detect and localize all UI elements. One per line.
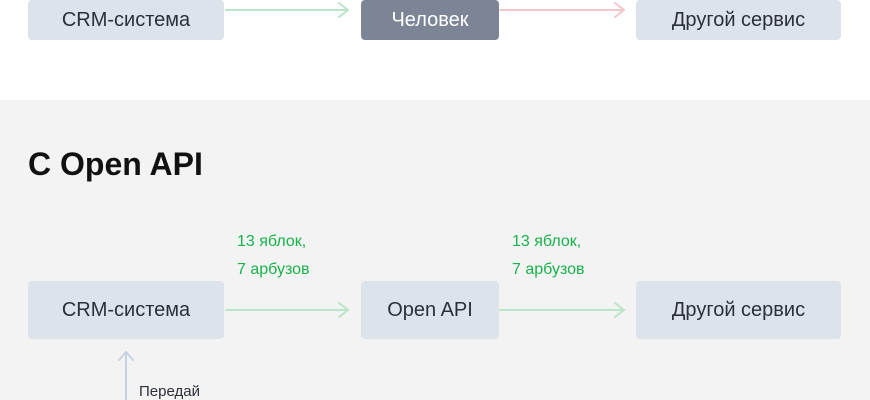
node-human: Человек (361, 0, 499, 40)
data-label-line: 13 яблок, (237, 233, 307, 250)
arrow-human-to-service (499, 2, 625, 18)
node-label: Другой сервис (671, 8, 806, 31)
node-other-service-bottom: Другой сервис (636, 281, 841, 339)
input-label: Передай (139, 383, 200, 400)
section-heading: С Open API (28, 146, 203, 182)
data-label-left: 13 яблок, 7 арбузов (237, 228, 310, 284)
node-other-service-top: Другой сервис (636, 0, 841, 40)
arrow-crm-to-human (225, 2, 349, 18)
data-label-line: 13 яблок, (512, 233, 582, 250)
data-label-right: 13 яблок, 7 арбузов (512, 228, 585, 284)
node-label: Другой сервис (671, 298, 806, 321)
data-label-line: 7 арбузов (237, 261, 310, 278)
node-label: Человек (391, 8, 469, 31)
node-crm-top: CRM-система (28, 0, 224, 40)
arrow-input-to-crm (118, 351, 134, 400)
arrow-crm-to-openapi (225, 302, 349, 318)
node-open-api: Open API (361, 281, 499, 339)
node-crm-bottom: CRM-система (28, 281, 224, 339)
node-label: CRM-система (61, 8, 191, 31)
arrow-openapi-to-service (499, 302, 625, 318)
open-api-section (0, 100, 870, 400)
data-label-line: 7 арбузов (512, 261, 585, 278)
node-label: CRM-система (61, 298, 191, 321)
node-label: Open API (387, 298, 473, 321)
